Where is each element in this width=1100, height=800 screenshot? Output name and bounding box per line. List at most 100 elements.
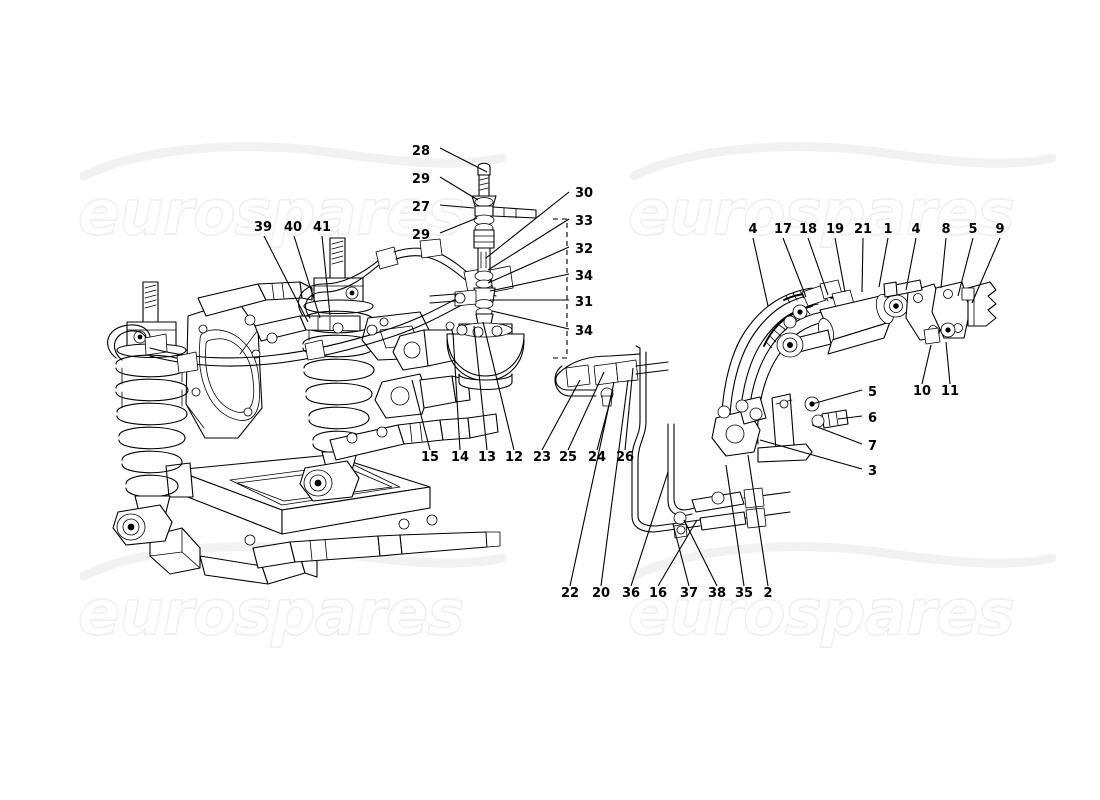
callout-number[interactable]: 5 (868, 385, 878, 400)
callout-number[interactable]: 38 (707, 586, 727, 601)
callout-number[interactable]: 4 (911, 222, 921, 237)
accumulator-and-valve-stack (429, 162, 701, 533)
callout-number[interactable]: 9 (995, 222, 1005, 237)
leader-line (861, 237, 864, 293)
callout-number[interactable]: 14 (450, 450, 470, 465)
callout-number[interactable]: 6 (868, 411, 878, 426)
callout-number[interactable]: 25 (558, 450, 578, 465)
callout-number[interactable]: 34 (575, 324, 594, 339)
leader-line (541, 379, 581, 451)
leader-line (725, 464, 745, 587)
center-valve-block (554, 345, 669, 407)
callout-number[interactable]: 3 (868, 464, 878, 479)
suspension-fasteners (244, 314, 438, 546)
callout-number[interactable]: 13 (477, 450, 497, 465)
leader-line (485, 191, 570, 259)
valve-column (429, 162, 537, 325)
callout-leader-lines (263, 147, 1001, 587)
dashed-reference-bracket (553, 218, 568, 359)
leader-line (491, 310, 570, 330)
leader-line (837, 415, 863, 420)
leader-line (747, 454, 769, 587)
callout-number[interactable]: 1 (883, 222, 893, 237)
leader-line (657, 519, 698, 587)
leader-line (878, 237, 889, 288)
callout-number[interactable]: 31 (575, 295, 594, 310)
callout-number[interactable]: 8 (941, 222, 951, 237)
dashed-bracket-line (553, 218, 568, 359)
callout-number[interactable]: 7 (868, 439, 878, 454)
callout-number[interactable]: 2 (763, 586, 773, 601)
hydraulic-actuator-assembly (673, 279, 997, 539)
leader-line (811, 424, 863, 445)
callout-number[interactable]: 34 (575, 269, 594, 284)
leader-line (759, 439, 863, 470)
rear-suspension-assembly (107, 237, 514, 585)
callout-number[interactable]: 29 (411, 172, 430, 187)
leader-line (683, 519, 718, 587)
leader-line (834, 237, 846, 293)
leader-line (807, 237, 829, 296)
callout-number[interactable]: 11 (940, 384, 960, 399)
callout-number[interactable]: 41 (312, 220, 332, 235)
callout-number[interactable]: 20 (591, 586, 611, 601)
leader-line (957, 237, 974, 297)
lower-manifold-block (711, 393, 849, 463)
leader-line (567, 371, 605, 451)
leader-line (487, 218, 570, 271)
leader-line (921, 344, 932, 385)
callout-number[interactable]: 39 (253, 220, 273, 235)
callout-number[interactable]: 26 (615, 450, 635, 465)
callout-number[interactable]: 33 (575, 214, 594, 229)
leader-line (624, 367, 634, 451)
callout-number[interactable]: 30 (575, 186, 594, 201)
left-coilover-shock (112, 281, 189, 546)
callout-number[interactable]: 40 (283, 220, 303, 235)
leader-line (263, 235, 309, 323)
leader-line (439, 204, 475, 209)
hydraulic-pipe-runs (631, 351, 701, 533)
leader-line (569, 381, 615, 587)
callout-number[interactable]: 29 (411, 228, 430, 243)
callout-number[interactable]: 36 (621, 586, 641, 601)
leader-line (782, 237, 807, 298)
leader-line (971, 237, 1001, 304)
callout-number[interactable]: 35 (734, 586, 754, 601)
leader-line (672, 523, 690, 587)
callout-number[interactable]: 23 (532, 450, 552, 465)
leader-line (945, 341, 951, 385)
leader-line (452, 332, 461, 451)
leader-line (482, 321, 515, 451)
leader-line (905, 237, 917, 291)
lower-arms-driveshafts (252, 413, 501, 569)
leader-line (439, 147, 488, 173)
leader-line (811, 389, 863, 405)
callout-number[interactable]: 18 (798, 222, 818, 237)
callout-number[interactable]: 5 (968, 222, 978, 237)
leader-line (439, 217, 478, 234)
callout-number[interactable]: 27 (411, 200, 430, 215)
callout-number[interactable]: 4 (748, 222, 758, 237)
callout-number[interactable]: 37 (679, 586, 699, 601)
callout-number[interactable]: 28 (411, 144, 430, 159)
callout-number[interactable]: 32 (575, 242, 594, 257)
leader-line (940, 237, 947, 289)
leader-line (439, 176, 479, 201)
left-hub-carrier (185, 299, 263, 439)
callout-number[interactable]: 15 (420, 450, 440, 465)
leader-line (489, 273, 570, 292)
callout-number[interactable]: 12 (504, 450, 524, 465)
pressure-accumulator (445, 321, 525, 390)
leader-line (600, 379, 629, 587)
callout-number[interactable]: 17 (773, 222, 793, 237)
leader-line (293, 235, 321, 319)
callout-number[interactable]: 22 (560, 586, 580, 601)
callout-number[interactable]: 24 (587, 450, 607, 465)
leader-line (473, 325, 488, 451)
callout-number[interactable]: 16 (648, 586, 668, 601)
callout-number[interactable]: 10 (912, 384, 932, 399)
callout-number[interactable]: 21 (853, 222, 873, 237)
callout-number[interactable]: 19 (825, 222, 845, 237)
